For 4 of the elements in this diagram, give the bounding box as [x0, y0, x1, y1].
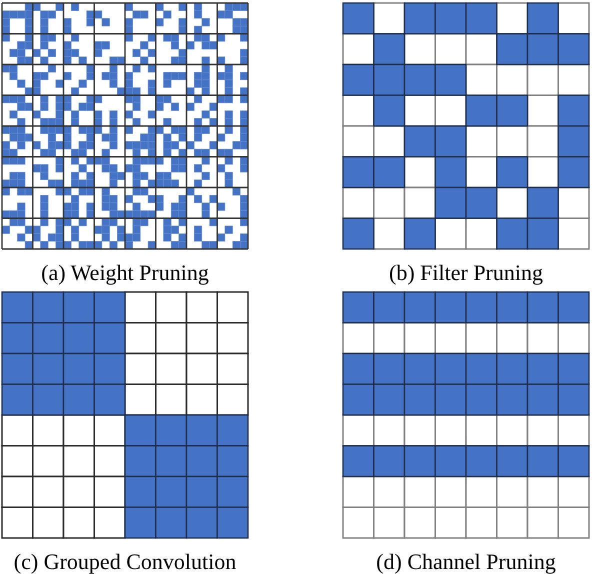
- caption: (c) Grouped Convolution: [14, 549, 236, 574]
- caption: (a) Weight Pruning: [41, 260, 209, 286]
- caption: (b) Filter Pruning: [389, 260, 543, 286]
- caption: (d) Channel Pruning: [376, 549, 556, 574]
